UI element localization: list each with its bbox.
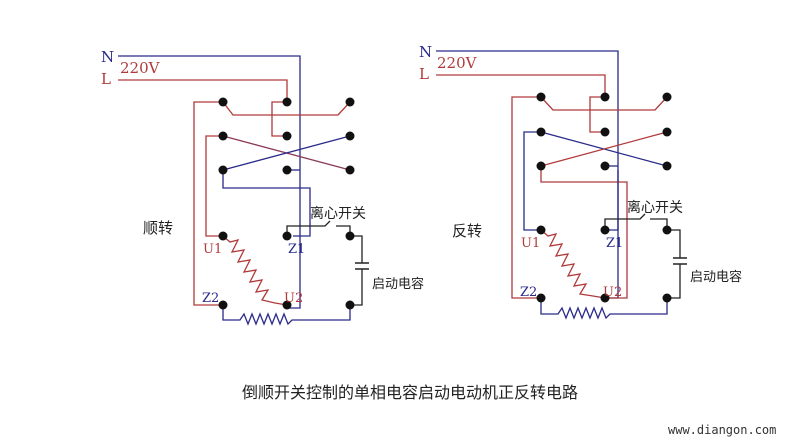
wire-bridge [271, 101, 287, 137]
terminal-u1: U1 [203, 242, 222, 257]
wire-neutral [118, 55, 301, 309]
aux-winding [222, 305, 351, 326]
terminal-z2: Z2 [520, 285, 537, 300]
label-centrifugal-switch: 离心开关 [627, 199, 683, 216]
wire-u2 [540, 166, 628, 299]
wire-neutral [436, 50, 619, 299]
title-reverse: 反转 [452, 222, 482, 240]
terminal-u2: U2 [603, 285, 622, 300]
diagram-forward: N L 220V [101, 48, 424, 326]
switch-terminals [218, 97, 355, 310]
centrifugal-switch-left [604, 213, 646, 230]
wire-live [118, 79, 288, 102]
label-l: L [101, 70, 111, 88]
watermark: www.diangon.com [668, 423, 776, 437]
wire-z2 [193, 101, 223, 306]
wire-lever [540, 96, 668, 111]
wire-bridge [589, 96, 605, 133]
label-capacitor: 启动电容 [690, 269, 742, 285]
wire-lever [222, 101, 351, 116]
caption: 倒顺开关控制的单相电容启动电动机正反转电路 [242, 383, 578, 402]
terminal-z1: Z1 [288, 242, 305, 257]
label-n: N [101, 48, 114, 66]
aux-winding [540, 298, 668, 320]
main-winding [222, 235, 288, 306]
label-voltage: 220V [437, 54, 478, 72]
centrifugal-switch-left [286, 220, 331, 236]
terminal-u2: U2 [284, 291, 303, 306]
wire-cross-2 [540, 131, 668, 167]
switch-terminals [536, 92, 672, 303]
wire-z1 [605, 170, 619, 231]
label-l: L [419, 65, 429, 83]
wire-u1 [523, 131, 541, 231]
wire-z2 [511, 96, 541, 299]
terminal-u1: U1 [521, 236, 540, 251]
label-n: N [419, 43, 432, 61]
wire-cross-2 [222, 135, 351, 171]
terminal-z2: Z2 [202, 291, 219, 306]
cap-wire-bottom [667, 264, 681, 299]
wire-z1 [222, 170, 311, 237]
cap-wire-bottom [350, 269, 363, 306]
wire-live [436, 74, 606, 97]
cap-wire-top [667, 229, 681, 258]
diagram-reverse: N L 220V 反转 离心开关 启动电容 U1 Z1 [419, 43, 742, 320]
wire-u1 [205, 135, 223, 237]
title-forward: 顺转 [143, 219, 173, 237]
main-winding [540, 229, 606, 299]
label-capacitor: 启动电容 [372, 276, 424, 292]
terminal-z1: Z1 [606, 236, 623, 251]
label-voltage: 220V [120, 59, 161, 77]
label-centrifugal-switch: 离心开关 [310, 205, 366, 222]
